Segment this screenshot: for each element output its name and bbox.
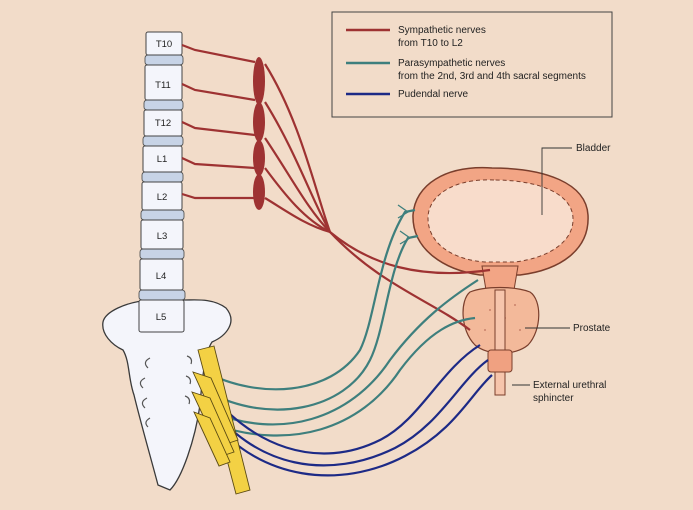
sacral-foramina bbox=[139, 355, 193, 428]
disc bbox=[142, 135, 184, 147]
legend: Sympathetic nerves from T10 to L2 Parasy… bbox=[331, 11, 613, 118]
prostate-label: Prostate bbox=[573, 323, 611, 334]
sacral-roots bbox=[191, 345, 251, 495]
urethra bbox=[487, 289, 513, 396]
vertebra-t11 bbox=[144, 64, 183, 101]
legend-sympathetic-line1: Sympathetic nerves bbox=[398, 25, 486, 36]
pudendal-nerves bbox=[199, 344, 493, 477]
vertebra-l3 bbox=[140, 219, 184, 250]
vertebra-label-l3: L3 bbox=[157, 231, 168, 242]
sphincter-label-line2: sphincter bbox=[533, 393, 574, 404]
bladder-leader bbox=[541, 147, 572, 215]
vertebra-label-t10: T10 bbox=[156, 39, 172, 50]
disc bbox=[140, 209, 185, 221]
vertebra-label-l4: L4 bbox=[156, 271, 167, 282]
sympathetic-nerves bbox=[181, 43, 491, 331]
vertebra-t10 bbox=[145, 31, 183, 56]
disc bbox=[139, 248, 185, 260]
organ-labels: Bladder Prostate External urethral sphin… bbox=[512, 143, 611, 404]
vertebra-l5 bbox=[138, 299, 185, 333]
bladder-label: Bladder bbox=[576, 143, 611, 154]
vertebra-label-l1: L1 bbox=[157, 154, 168, 165]
legend-pudendal-line1: Pudendal nerve bbox=[398, 89, 468, 100]
disc bbox=[143, 99, 184, 111]
spine: T10 T11 T12 L1 L2 L3 L4 L5 bbox=[138, 31, 186, 333]
vertebra-label-t11: T11 bbox=[155, 80, 171, 91]
synapse-ticks bbox=[397, 204, 412, 245]
sphincter-label-line1: External urethral bbox=[533, 380, 606, 391]
disc bbox=[138, 289, 186, 301]
sacrum bbox=[102, 299, 232, 491]
vertebra-label-t12: T12 bbox=[155, 118, 171, 129]
vertebra-l4 bbox=[139, 258, 184, 291]
parasympathetic-nerves bbox=[204, 208, 479, 437]
legend-parasympathetic-line2: from the 2nd, 3rd and 4th sacral segment… bbox=[398, 71, 586, 82]
bladder bbox=[412, 166, 589, 291]
disc bbox=[141, 171, 184, 183]
legend-parasympathetic-line1: Parasympathetic nerves bbox=[398, 58, 505, 69]
vertebra-label-l2: L2 bbox=[157, 192, 168, 203]
external-sphincter bbox=[487, 349, 513, 373]
vertebra-l2 bbox=[141, 181, 183, 211]
vertebra-label-l5: L5 bbox=[156, 312, 167, 323]
legend-sympathetic-line2: from T10 to L2 bbox=[398, 38, 463, 49]
disc bbox=[144, 54, 184, 66]
sympathetic-ganglia bbox=[253, 57, 265, 210]
